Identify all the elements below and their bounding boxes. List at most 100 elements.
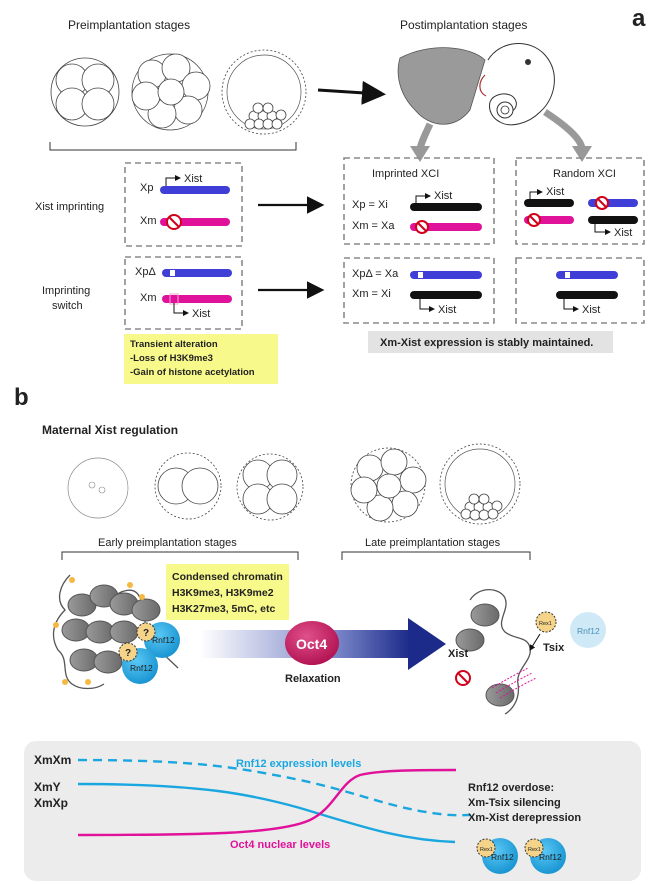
random-switch-xi [556,291,618,299]
xm-repressed-icon [166,214,182,230]
embryo-zygote-icon [67,457,129,519]
condensed-line-2: H3K9me3, H3K9me2 [172,587,274,599]
rnf12-late-icon [570,612,606,648]
random-xist-label-2: Xist [614,227,632,239]
xm-label: Xm [140,215,157,227]
switch-xi-chromosome [410,291,482,299]
xmxm-label: XmXm [34,753,71,767]
embryo-blastocyst-b-icon [439,443,521,525]
random-xi-left [524,199,574,207]
xmy-label: XmY [34,780,61,794]
postimplantation-embryo-icon [397,43,555,126]
condensed-chromatin-note [166,564,289,620]
late-preimplantation-label: Late preimplantation stages [365,537,501,549]
embryo-2cell-icon [154,452,222,520]
random-xist-label-1: Xist [546,186,564,198]
stable-maintenance-note [368,331,613,353]
xp-label: Xp [140,182,153,194]
random-switch-result-box [515,257,645,324]
random-xci-title: Random XCI [553,168,616,180]
xp-xist-arrow [165,175,181,186]
rnf12-complex-early-2 [118,642,158,684]
condensed-line-1: Condensed chromatin [172,571,283,583]
condensed-line-3: H3K27me3, 5mC, etc [172,603,275,615]
rnf12-levels-label: Rnf12 expression levels [236,758,361,770]
embryo-morula-b-icon [350,447,427,523]
stable-note-text: Xm-Xist expression is stably maintained. [380,337,593,349]
xpdelta-label: XpΔ [135,266,156,278]
rnf12-label-early-2: Rnf12 [130,663,153,673]
xp-chromosome [160,186,230,194]
random-left-repressed-icon [527,213,541,227]
random-switch-xist-label: Xist [582,304,600,316]
embryo-4cell-icon [50,57,120,127]
transient-line-1: Transient alteration [130,339,218,350]
xi-chromosome [410,203,482,211]
switch-xist-label: Xist [192,308,210,320]
maternal-xist-title: Maternal Xist regulation [42,423,178,437]
preimplantation-bracket [49,142,297,151]
tsix-arrow [529,633,541,651]
embryo-4cell-b-icon [236,453,304,521]
rnf12-xmy-curve [77,782,456,844]
imprinted-xci-box [343,157,495,245]
overdose-line-2: Xm-Tsix silencing [468,797,561,809]
rnf12-label-early-1: Rnf12 [152,635,175,645]
embryo-morula-icon [131,53,211,131]
transient-alteration-note [124,334,278,384]
xm-eq-xi-label: Xm = Xi [352,288,391,300]
xa-repressed-icon [415,220,429,234]
tsix-transcripts [491,667,537,699]
preimplantation-label: Preimplantation stages [68,18,190,32]
early-bracket [61,551,299,560]
oct4-label: Oct4 [296,636,327,652]
late-xist-label: Xist [448,648,469,660]
rex1-overdose-2: Rex1 [528,847,541,853]
imprinting-switch-box [124,256,243,330]
question-mark-2: ? [125,648,131,659]
switch-xm-label: Xm [140,292,157,304]
to-random-xci-arrow [543,109,586,150]
rnf12-overdose-2: Rnf12 [539,852,562,862]
to-postimplantation-arrow [317,80,386,105]
imprinted-switch-result-box [343,257,495,324]
late-bracket [341,551,531,560]
oct4-levels-label: Oct4 nuclear levels [230,839,330,851]
rnf12-xmxm-curve [77,758,471,817]
postimplantation-label: Postimplantation stages [400,18,527,32]
xpdelta-eq-xa-label: XpΔ = Xa [352,268,399,280]
imprinting-switch-label-2: switch [52,300,83,312]
xi-xist-label: Xist [434,190,452,202]
xi-xist-arrow [415,193,431,204]
xp-xist-label: Xist [184,173,202,185]
random-switch-xa [556,271,618,279]
relaxation-arrow-head [408,618,446,670]
switch-xm-chromosome [162,295,232,303]
switch-xa-chromosome [410,271,482,279]
rex1-overdose-1: Rex1 [480,847,493,853]
switch-result-xist-label: Xist [438,304,456,316]
rex1-label-late: Rex1 [539,621,552,627]
question-mark-1: ? [143,628,149,639]
xist-imprinting-label: Xist imprinting [35,201,104,213]
transient-line-2: -Loss of H3K9me3 [130,353,213,364]
overdose-line-3: Xm-Xist derepression [468,812,581,824]
transient-line-3: -Gain of histone acetylation [130,367,255,378]
xpdelta-chromosome [162,269,232,277]
xp-eq-xi-label: Xp = Xi [352,199,388,211]
imprinting-switch-label-1: Imprinting [42,285,90,297]
panel-a-letter: a [632,5,646,32]
rex1-late-icon [535,611,557,633]
rnf12-overdose-complex-1 [476,838,518,874]
rnf12-overdose-complex-2 [524,838,566,874]
xm-eq-xa-label: Xm = Xa [352,220,395,232]
tsix-label: Tsix [543,642,565,654]
xist-repressed-icon [455,670,471,686]
relaxed-chromatin-icon [455,588,531,715]
random-xi-right [588,216,638,224]
embryo-blastocyst-icon [221,49,307,135]
oct4-curve [77,768,457,837]
rnf12-label-late: Rnf12 [577,626,600,636]
rnf12-complex-early-1 [136,622,180,658]
